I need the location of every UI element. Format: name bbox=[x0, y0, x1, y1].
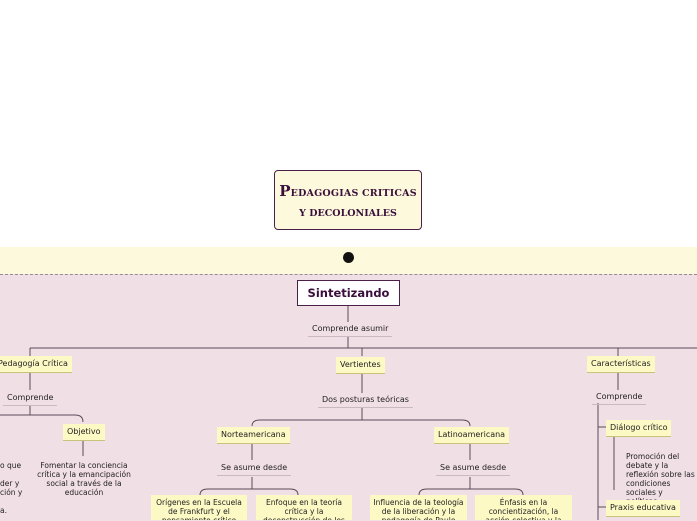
clipped-line-4: a. bbox=[0, 506, 7, 515]
node-objetivo[interactable]: Objetivo bbox=[63, 424, 105, 441]
label-se-asume-latino[interactable]: Se asume desde bbox=[436, 463, 511, 476]
clipped-line-2: der y bbox=[0, 479, 20, 488]
main-node-sintetizando[interactable]: Sintetizando bbox=[297, 280, 400, 306]
node-dialogo-critico[interactable]: Diálogo crítico bbox=[606, 420, 672, 437]
connector-dot bbox=[343, 252, 354, 263]
label-comprende-left[interactable]: Comprende bbox=[3, 393, 58, 406]
central-topic-line-1: PEDAGOGIAS CRITICAS bbox=[279, 181, 417, 200]
node-caracteristicas[interactable]: Características bbox=[587, 356, 655, 373]
label-comprende-right[interactable]: Comprende bbox=[592, 392, 647, 405]
central-topic[interactable]: PEDAGOGIAS CRITICAS Y DECOLONIALES bbox=[274, 170, 422, 230]
label-comprende-asumir[interactable]: Comprende asumir bbox=[308, 324, 393, 337]
central-topic-line-2: Y DECOLONIALES bbox=[299, 208, 397, 220]
node-vertientes[interactable]: Vertientes bbox=[336, 357, 385, 374]
card-norte-enfoque[interactable]: Enfoque en la teoría crítica y la decons… bbox=[256, 495, 352, 520]
node-latinoamericana[interactable]: Latinoamericana bbox=[434, 427, 510, 444]
text-objetivo[interactable]: Fomentar la conciencia crítica y la eman… bbox=[37, 461, 131, 497]
clipped-line-1: o que bbox=[0, 461, 22, 470]
card-latino-enfasis[interactable]: Énfasis en la concientización, la acción… bbox=[475, 495, 572, 520]
node-norteamericana[interactable]: Norteamericana bbox=[217, 427, 290, 444]
node-pedagogia-critica[interactable]: Pedagogía Crítica bbox=[0, 356, 72, 373]
text-dialogo[interactable]: Promoción del debate y la reflexión sobr… bbox=[626, 452, 695, 506]
clipped-line-3: ción y bbox=[0, 488, 23, 497]
label-dos-posturas[interactable]: Dos posturas teóricas bbox=[318, 395, 413, 408]
label-se-asume-norte[interactable]: Se asume desde bbox=[217, 463, 292, 476]
card-norte-origenes[interactable]: Orígenes en la Escuela de Frankfurt y el… bbox=[151, 495, 247, 520]
card-latino-influencia[interactable]: Influencia de la teología de la liberaci… bbox=[370, 495, 467, 520]
node-praxis-educativa[interactable]: Praxis educativa bbox=[606, 500, 680, 517]
